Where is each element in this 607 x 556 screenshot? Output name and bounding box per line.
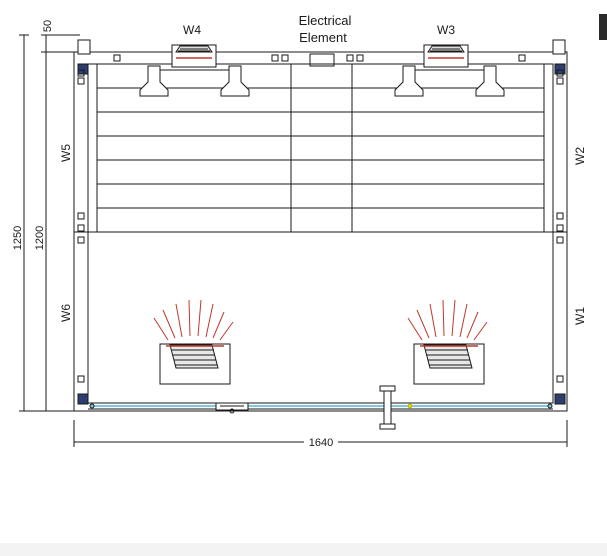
dimension-width: 1640: [309, 437, 333, 449]
electrical-element-label-line2: Element: [299, 30, 347, 45]
dimension-overall-height: 1250: [12, 226, 24, 250]
bench-area: [96, 64, 545, 232]
heat-rays-left: [153, 299, 234, 341]
corner-posts: [77, 39, 566, 405]
door-handle: [379, 385, 396, 430]
edge-marker: [599, 14, 607, 40]
dimension-width-bg: [304, 434, 338, 448]
wall-label-w6: W6: [59, 304, 73, 322]
heater-top-left: [171, 44, 217, 68]
wall-label-w3: W3: [437, 23, 455, 37]
cabin-outline: [73, 51, 568, 412]
bench-support-right: [394, 65, 505, 97]
wall-label-w2: W2: [573, 147, 587, 165]
wall-label-w1: W1: [573, 307, 587, 325]
heater-lower-right: [413, 343, 485, 385]
dimension-top-offset: 50: [42, 20, 54, 32]
heat-rays-right: [407, 299, 488, 341]
bench-support-left: [139, 65, 250, 97]
dimension-lines: [19, 34, 568, 447]
electrical-element-box: [309, 53, 335, 67]
dimension-inner-height: 1200: [34, 226, 46, 250]
wall-clips: [77, 54, 564, 383]
wall-label-w4: W4: [183, 23, 201, 37]
electrical-element-label-line1: Electrical: [299, 13, 352, 28]
heater-top-right: [423, 44, 469, 68]
wall-label-w5: W5: [59, 144, 73, 162]
glass-front: [88, 402, 553, 410]
heater-lower-left: [159, 343, 231, 385]
footer-band: [0, 543, 607, 556]
door-hinge: [215, 402, 249, 414]
